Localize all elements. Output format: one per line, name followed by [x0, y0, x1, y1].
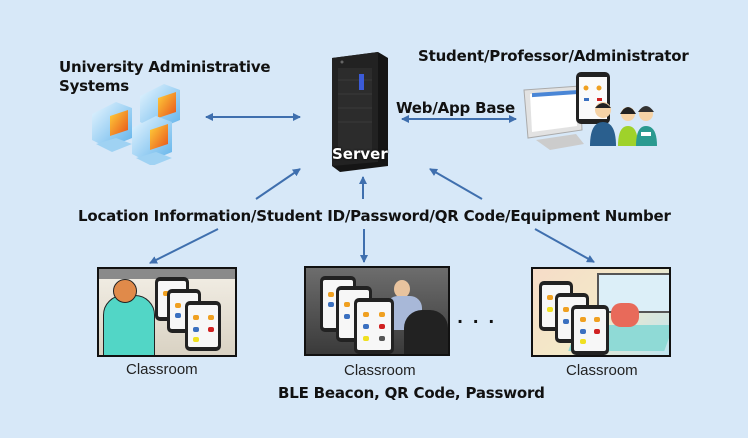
classroom-label-3: Classroom — [566, 362, 638, 379]
classroom-label-2: Classroom — [344, 362, 416, 379]
audience-figure — [404, 310, 448, 354]
classroom-image-1 — [97, 267, 237, 357]
student-figure — [611, 303, 639, 327]
more-classrooms-ellipsis: . . . — [457, 308, 497, 327]
classroom-image-2 — [304, 266, 450, 356]
wall-stripe — [99, 269, 235, 279]
auth-info-label: Location Information/Student ID/Password… — [78, 207, 671, 225]
arrow-left-to-server — [255, 168, 301, 200]
classroom-methods-label: BLE Beacon, QR Code, Password — [278, 384, 545, 402]
server-label: Server — [332, 145, 388, 163]
admin-systems-label: University Administrative Systems — [59, 58, 271, 96]
tablet-device — [185, 301, 221, 351]
users-label: Student/Professor/Administrator — [418, 47, 689, 65]
lecturer-head — [394, 280, 410, 298]
teacher-head — [113, 279, 137, 303]
admin-systems-label-line1: University Administrative — [59, 58, 271, 76]
arrow-to-classroom-left — [149, 228, 219, 264]
classroom-label-1: Classroom — [126, 361, 198, 378]
classroom-image-3 — [531, 267, 671, 357]
teacher-figure — [103, 295, 155, 355]
arrow-right-to-server — [429, 168, 483, 200]
computer-cluster-icon — [92, 84, 180, 165]
tablet-device — [571, 305, 609, 355]
web-app-base-label: Web/App Base — [396, 99, 515, 117]
server-rack-icon — [332, 52, 388, 172]
admin-systems-label-line2: Systems — [59, 77, 130, 95]
arrow-to-classroom-right — [534, 228, 595, 263]
tablet-device — [354, 298, 394, 354]
users-with-devices-icon — [523, 72, 657, 150]
server-node: Server — [330, 50, 390, 172]
